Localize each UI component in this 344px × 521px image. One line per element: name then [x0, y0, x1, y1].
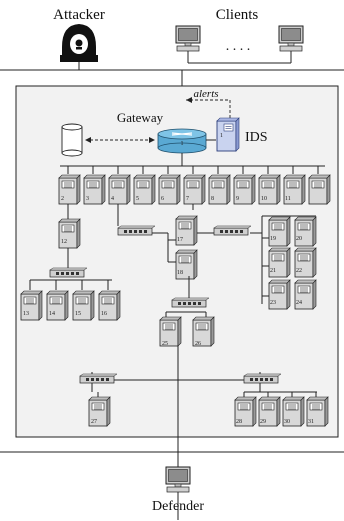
database-gateway-link: [85, 137, 155, 143]
server-node-number: 30: [284, 419, 290, 425]
server-node-number: 28: [236, 419, 242, 425]
server-node-number: 4: [111, 196, 114, 202]
server-node-number: 23: [270, 300, 276, 306]
switch-right-icon: [213, 225, 252, 236]
server-node-number: 8: [211, 196, 214, 202]
alerts-arrow: [186, 97, 231, 118]
gateway-label: Gateway: [117, 110, 164, 125]
switch-left-icon: [49, 267, 88, 278]
server-node-number: 12: [61, 239, 67, 245]
server-node-number: 15: [75, 311, 81, 317]
switch-lower-left-icon: [79, 373, 118, 384]
database-icon: [61, 123, 83, 157]
server-node-number: 26: [195, 341, 201, 347]
server-node-number: 17: [177, 237, 183, 243]
top-links: [0, 51, 344, 130]
defender-monitor-icon: [165, 466, 191, 493]
server-node-number: 19: [270, 236, 276, 242]
server-node-number: 27: [91, 419, 97, 425]
alerts-label: alerts: [193, 88, 218, 100]
switch-center-icon: [171, 297, 210, 308]
server-node-number: 18: [177, 270, 183, 276]
switch-lower-right-icon: [243, 373, 282, 384]
server-node-number: 3: [86, 196, 89, 202]
mid-branch-links: [117, 204, 316, 304]
ids-server-icon: [216, 117, 240, 152]
switch-mid-icon: [117, 225, 156, 236]
server-node-number: 14: [49, 311, 55, 317]
clients-ellipsis: . . . .: [226, 39, 251, 54]
server-node-number: 7: [186, 196, 189, 202]
attacker-hooded-icon: [60, 24, 98, 62]
gateway-bus-link: [60, 153, 325, 174]
server-node-number: 20: [296, 236, 302, 242]
server-node-number: 10: [261, 196, 267, 202]
client-monitor-icon: [278, 25, 304, 52]
row-servers: 2 3 4 5 6 7 8 9 10 11: [58, 174, 331, 205]
server-node-number: 6: [161, 196, 164, 202]
server-node-number: 31: [308, 419, 314, 425]
server-node-number: 9: [236, 196, 239, 202]
server-node-number: 5: [136, 196, 139, 202]
server-node-number: 13: [23, 311, 29, 317]
server-node-number: 25: [162, 341, 168, 347]
ids-label: IDS: [245, 130, 268, 145]
server-node-number: 11: [285, 196, 291, 202]
clients-label: Clients: [216, 7, 259, 23]
gateway-node-number: 1: [181, 141, 184, 147]
ids-node-number: 1: [220, 133, 223, 139]
defender-label: Defender: [152, 499, 204, 514]
server-node-number: 29: [260, 419, 266, 425]
server-node-number: 21: [270, 268, 276, 274]
client-monitor-icon: [175, 25, 201, 52]
server-node-number: 22: [296, 268, 302, 274]
server-node-number: 2: [61, 196, 64, 202]
server-node-number: 16: [101, 311, 107, 317]
server-node-number: 24: [296, 300, 302, 306]
left-branch-links: [29, 204, 112, 290]
attacker-label: Attacker: [53, 7, 105, 23]
